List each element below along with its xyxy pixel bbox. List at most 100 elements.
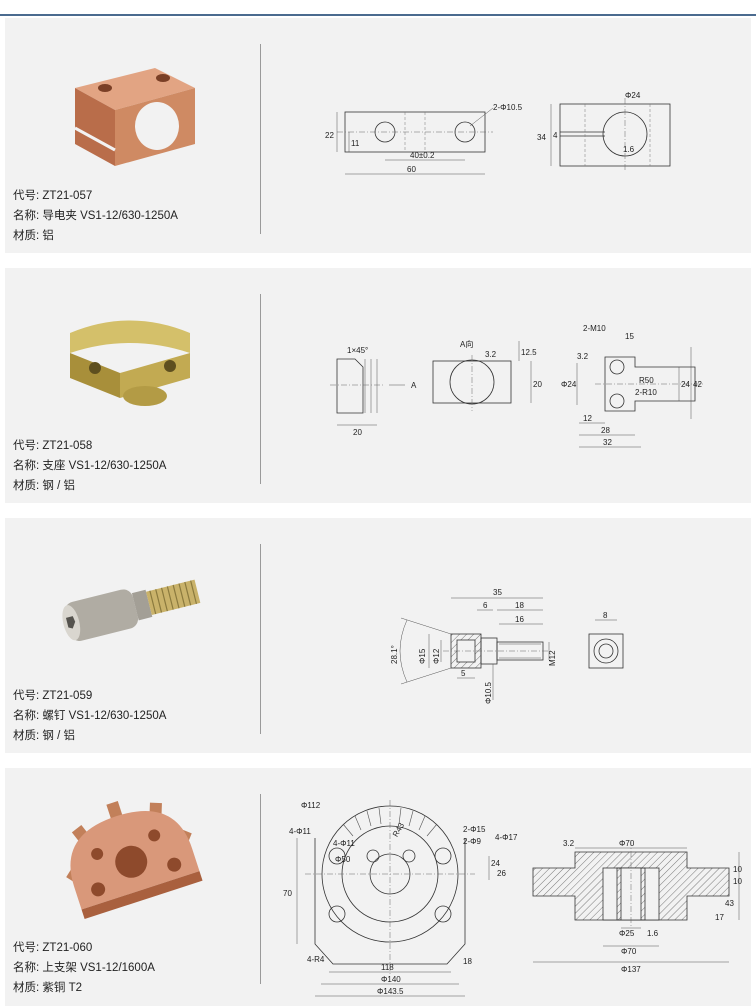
part-name: 名称: 支座 VS1-12/630-1250A xyxy=(13,460,167,472)
dim-label: A向 xyxy=(460,339,473,349)
top-view xyxy=(604,356,696,412)
photo-bore xyxy=(135,102,179,150)
drawing-4: Φ112 4-Φ11 4-Φ11 Φ50 R43 2-Φ15 2-Φ9 4-Φ1… xyxy=(275,796,745,1002)
part-code: 代号: ZT21-057 xyxy=(13,190,93,202)
dim-label: 70 xyxy=(283,889,292,898)
dim-label: Φ15 xyxy=(418,648,427,664)
dim-label: 24 xyxy=(681,380,690,389)
dim-label: 2-M10 xyxy=(583,324,606,333)
part-info-1: 代号: ZT21-057 名称: 导电夹 VS1-12/630-1250A 材质… xyxy=(13,186,178,246)
photo-hex-socket xyxy=(65,616,76,629)
dim-label: Φ143.5 xyxy=(377,987,404,996)
dim-label: 28.1° xyxy=(390,645,399,664)
photo-head xyxy=(64,589,139,641)
dim-label: 20 xyxy=(353,428,362,437)
drawing-1: 2-Φ10.5 22 11 40±0.2 60 Φ24 34 4 1.6 xyxy=(275,88,745,198)
part-card-4: 代号: ZT21-060 名称: 上支架 VS1-12/1600A 材质: 紫铜… xyxy=(5,768,751,1006)
vertical-divider xyxy=(260,294,261,484)
part-photo-4 xyxy=(45,788,215,923)
part-code: 代号: ZT21-060 xyxy=(13,942,93,954)
photo-saddle xyxy=(70,320,190,353)
dim-label: 2-Φ9 xyxy=(463,837,481,846)
dim-label: 18 xyxy=(515,601,524,610)
dim-label: 3.2 xyxy=(563,839,575,848)
photo-hole xyxy=(89,362,101,374)
dim-label: 12 xyxy=(583,414,592,423)
dim-label: Φ137 xyxy=(621,965,641,974)
part-code: 代号: ZT21-058 xyxy=(13,440,93,452)
dim-label: Φ70 xyxy=(621,947,637,956)
dim-label: 5 xyxy=(461,669,466,678)
dim-label: M12 xyxy=(548,650,557,666)
dim-label: 10 xyxy=(733,865,742,874)
dim-label: 2-Φ15 xyxy=(463,825,486,834)
vertical-divider xyxy=(260,794,261,984)
dim-label: Φ24 xyxy=(561,380,577,389)
dim-label: 34 xyxy=(537,133,546,142)
dim-label: 2-Φ10.5 xyxy=(493,103,523,112)
dim-label: 1×45° xyxy=(347,346,368,355)
dim-label: 4-Φ11 xyxy=(289,827,311,836)
part-photo-1 xyxy=(45,48,215,183)
dim-label: Φ24 xyxy=(625,91,641,100)
dim-label: 2-R10 xyxy=(635,388,657,397)
dim-label: Φ70 xyxy=(619,839,635,848)
photo-boss xyxy=(123,386,167,406)
photo-front-face xyxy=(75,88,115,166)
vertical-divider xyxy=(260,544,261,734)
dim-label: 15 xyxy=(625,332,634,341)
part-photo-2 xyxy=(45,288,215,423)
dim-label: 3.2 xyxy=(577,352,589,361)
dim-label: 8 xyxy=(603,611,608,620)
side-view xyxy=(336,358,364,414)
part-photo-3 xyxy=(45,538,215,673)
dim-label: Φ140 xyxy=(381,975,401,984)
top-rule xyxy=(0,14,756,16)
part-material: 材质: 紫铜 T2 xyxy=(13,982,83,994)
part-material: 材质: 铝 xyxy=(13,230,54,242)
photo-center-bore xyxy=(115,845,148,878)
dim-label: Φ10.5 xyxy=(484,681,493,704)
dim-label: 3.2 xyxy=(485,350,497,359)
dim-label: 4-R4 xyxy=(307,955,325,964)
dim-label: Φ12 xyxy=(432,648,441,664)
part-card-2: 代号: ZT21-058 名称: 支座 VS1-12/630-1250A 材质:… xyxy=(5,268,751,503)
dim-label: Φ112 xyxy=(301,801,321,810)
side-view-outline xyxy=(559,103,671,167)
dim-label: 4-Φ11 xyxy=(333,839,355,848)
part-name: 名称: 导电夹 VS1-12/630-1250A xyxy=(13,210,178,222)
part-card-3: 代号: ZT21-059 名称: 螺钉 VS1-12/630-1250A 材质:… xyxy=(5,518,751,753)
drawing-2: 1×45° 20 A A向 3.2 12.5 20 2-M10 15 3.2 Φ… xyxy=(275,323,745,463)
dim-label: 43 xyxy=(725,899,734,908)
dim-label: R43 xyxy=(391,821,406,839)
end-view xyxy=(588,633,624,669)
dim-label: 28 xyxy=(601,426,610,435)
dim-label: 1.6 xyxy=(647,929,659,938)
dim-label: 1.6 xyxy=(623,145,635,154)
dim-label: 16 xyxy=(515,615,524,624)
dim-label: 4 xyxy=(553,131,558,140)
dim-label: 22 xyxy=(325,131,334,140)
photo-hole xyxy=(164,360,176,372)
dim-label: Φ25 xyxy=(619,929,635,938)
part-code: 代号: ZT21-059 xyxy=(13,690,93,702)
drawing-3: 35 6 18 16 28.1° Φ15 Φ12 M12 xyxy=(275,578,745,708)
dim-label: 118 xyxy=(381,963,394,972)
photo-block xyxy=(70,353,120,398)
part-info-2: 代号: ZT21-058 名称: 支座 VS1-12/630-1250A 材质:… xyxy=(13,436,166,496)
dim-label: A xyxy=(411,381,417,390)
dim-label: R50 xyxy=(639,376,654,385)
photo-hole xyxy=(156,74,170,82)
photo-neck xyxy=(131,589,153,621)
dim-label: 12.5 xyxy=(521,348,537,357)
dim-label: 20 xyxy=(533,380,542,389)
part-material: 材质: 钢 / 铝 xyxy=(13,730,75,742)
bracket-outline xyxy=(314,838,466,965)
vertical-divider xyxy=(260,44,261,234)
dim-label: 11 xyxy=(351,139,360,148)
part-card-1: 代号: ZT21-057 名称: 导电夹 VS1-12/630-1250A 材质… xyxy=(5,18,751,253)
dim-label: 32 xyxy=(603,438,612,447)
dim-label: 6 xyxy=(483,601,488,610)
part-info-4: 代号: ZT21-060 名称: 上支架 VS1-12/1600A 材质: 紫铜… xyxy=(13,938,155,998)
part-name: 名称: 螺钉 VS1-12/630-1250A xyxy=(13,710,167,722)
